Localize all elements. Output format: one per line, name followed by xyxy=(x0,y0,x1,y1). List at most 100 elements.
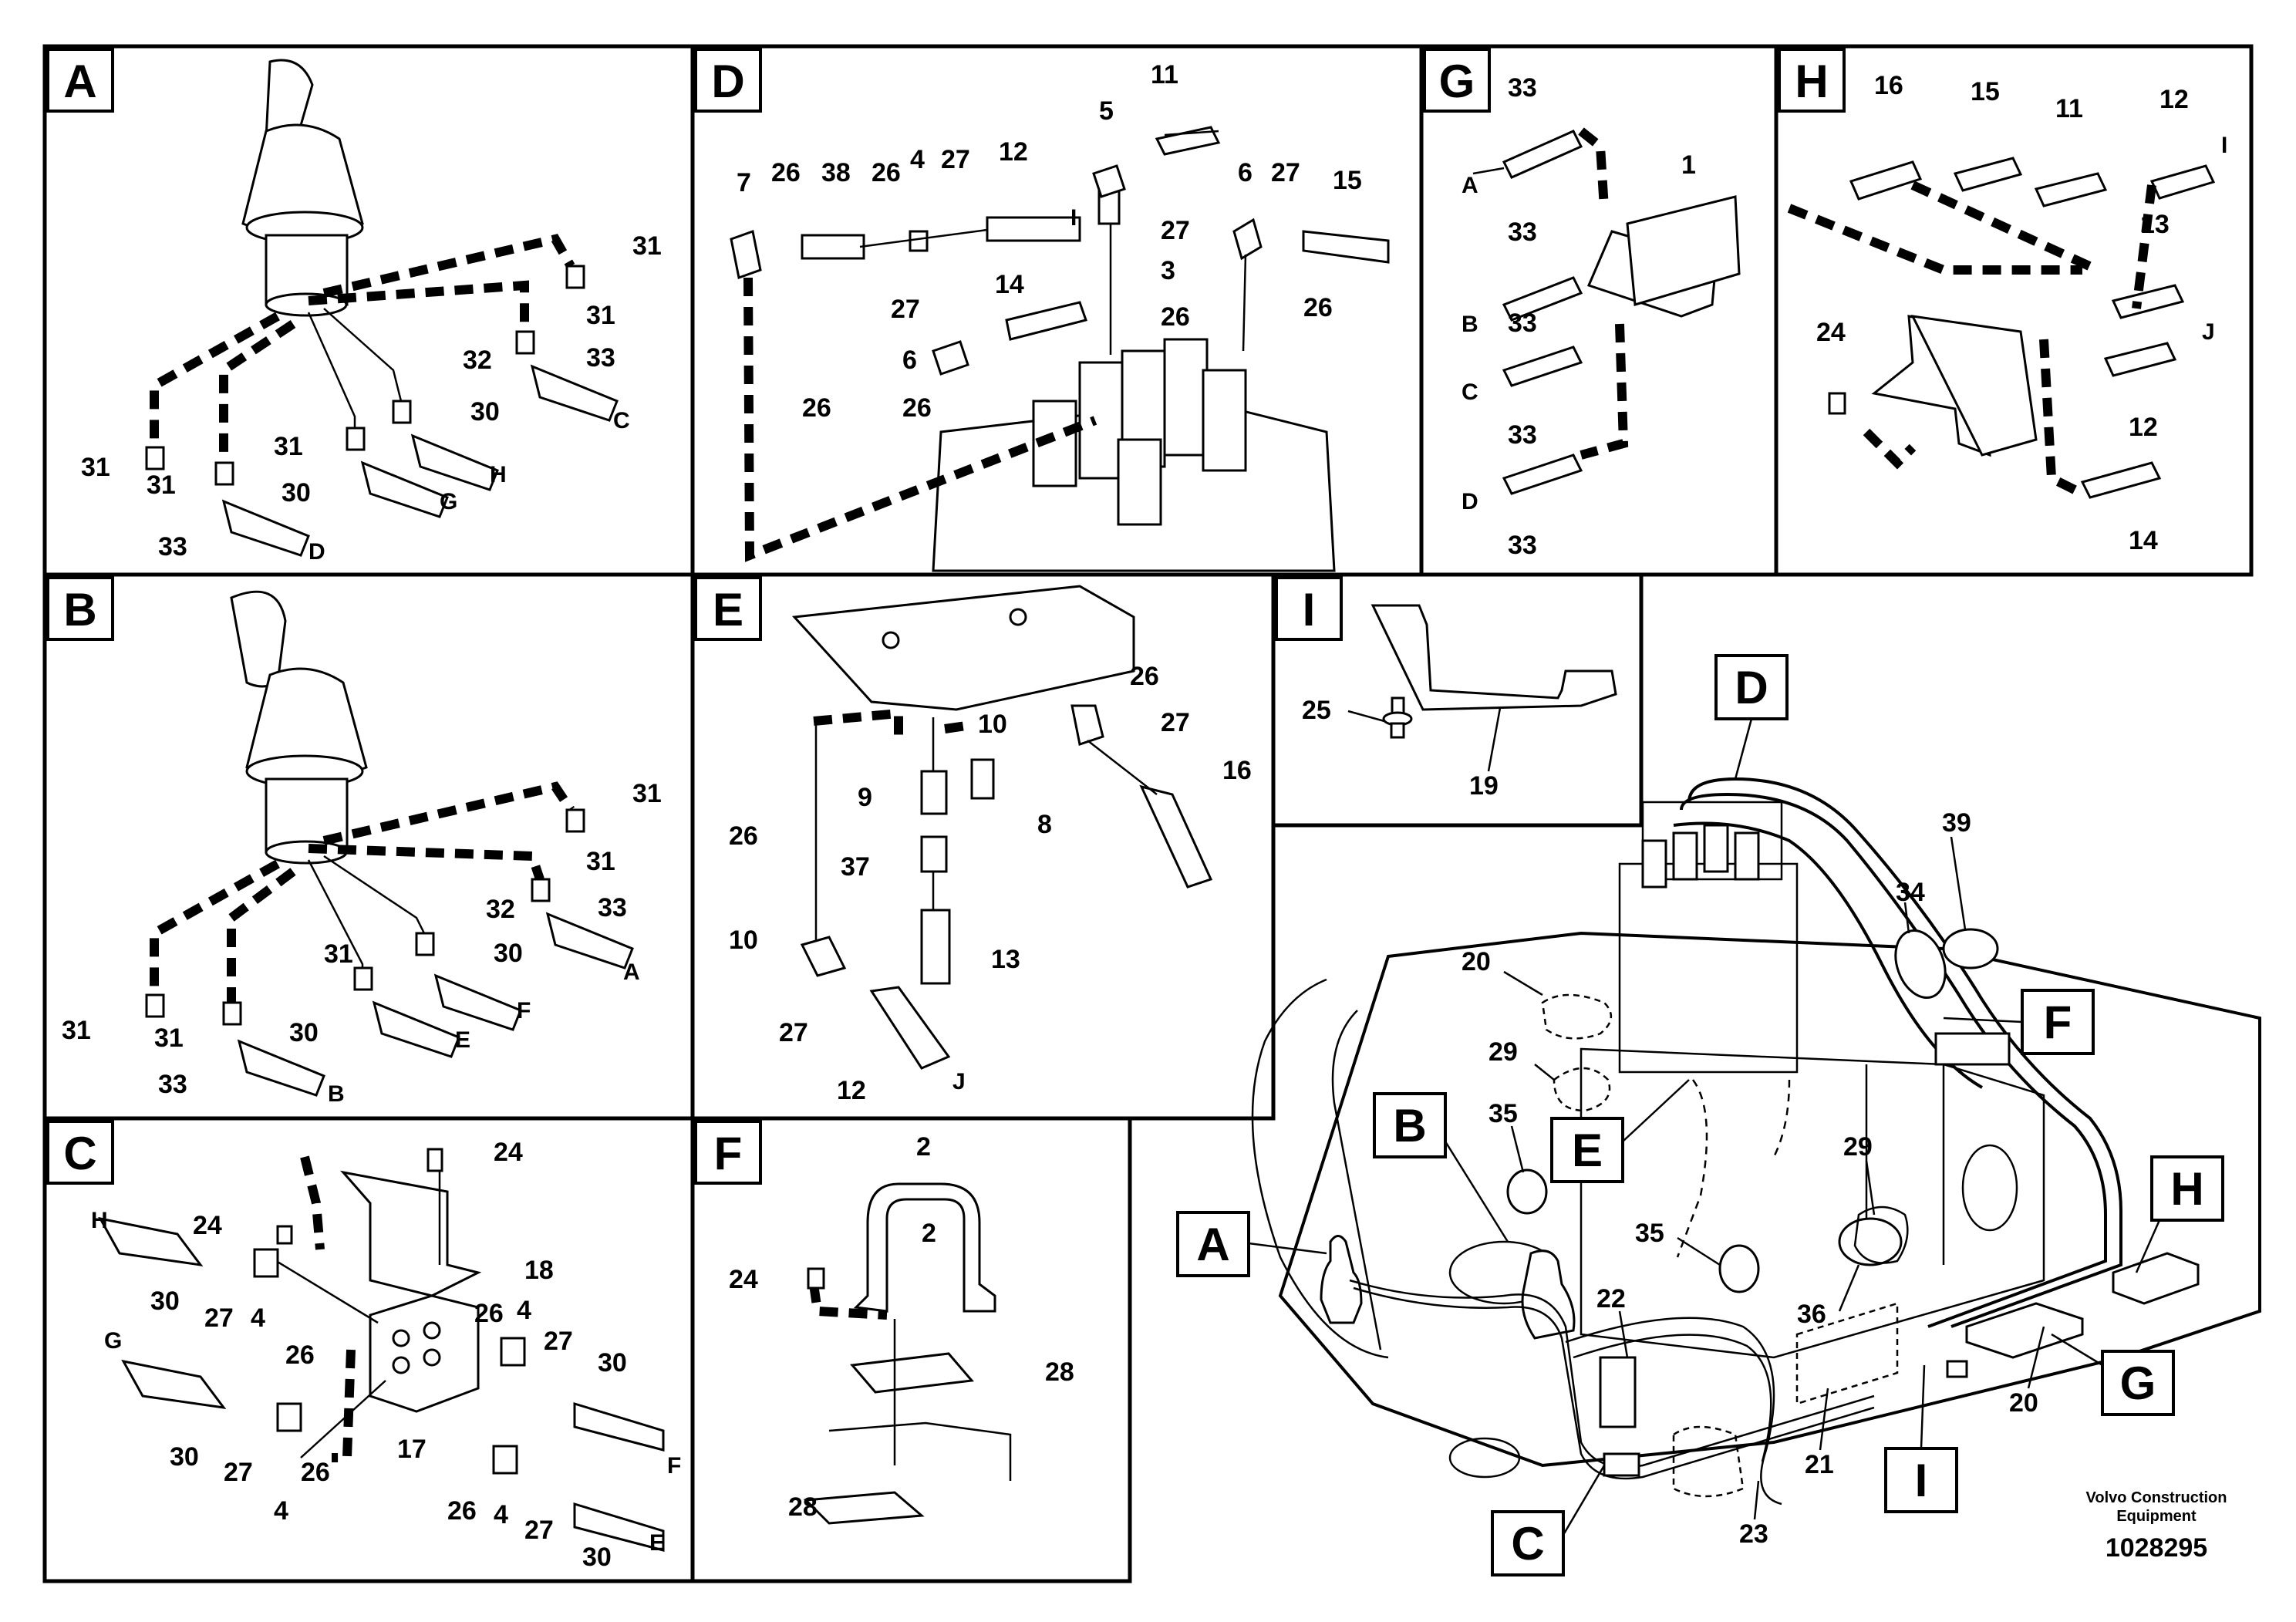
panel-a-labels: 31 31 33 32 30 31 31 31 30 33 C H G D xyxy=(81,231,662,565)
svg-text:27: 27 xyxy=(941,145,970,174)
svg-text:G: G xyxy=(440,489,457,514)
svg-text:23: 23 xyxy=(1739,1519,1768,1549)
svg-text:F: F xyxy=(667,1453,681,1479)
svg-text:4: 4 xyxy=(494,1500,508,1529)
svg-text:12: 12 xyxy=(2129,413,2158,442)
overview-callout-h: H xyxy=(2135,1155,2224,1273)
svg-text:A: A xyxy=(623,959,640,985)
svg-text:B: B xyxy=(1393,1100,1426,1152)
svg-text:16: 16 xyxy=(1874,71,1903,100)
svg-text:30: 30 xyxy=(598,1348,627,1378)
svg-text:28: 28 xyxy=(788,1492,818,1522)
svg-text:26: 26 xyxy=(802,393,831,423)
svg-text:C: C xyxy=(613,408,630,433)
svg-text:24: 24 xyxy=(729,1265,758,1294)
overview-callout-f: F xyxy=(1943,989,2095,1055)
svg-text:10: 10 xyxy=(729,926,758,955)
svg-text:6: 6 xyxy=(1238,158,1253,187)
svg-text:27: 27 xyxy=(544,1327,573,1356)
panel-tag-h: H xyxy=(1778,48,1846,113)
panel-d-labels: 7 26 38 26 4 27 12 5 11 27 3 6 27 15 26 … xyxy=(737,60,1362,423)
svg-text:26: 26 xyxy=(1303,293,1333,322)
overview-callout-i: I xyxy=(1884,1364,1958,1513)
svg-text:6: 6 xyxy=(902,346,917,375)
svg-text:F: F xyxy=(517,998,531,1023)
svg-text:27: 27 xyxy=(224,1458,253,1487)
panel-e-labels: 26 10 27 16 9 8 26 37 13 10 27 12 J xyxy=(729,662,1252,1105)
panel-tag-g: G xyxy=(1423,48,1491,113)
panel-tag-e: E xyxy=(694,576,762,641)
svg-text:Equipment: Equipment xyxy=(2116,1508,2197,1525)
svg-text:C: C xyxy=(63,1128,96,1179)
svg-text:13: 13 xyxy=(2140,210,2170,239)
svg-text:A: A xyxy=(1462,173,1478,198)
svg-text:4: 4 xyxy=(517,1296,531,1325)
svg-text:11: 11 xyxy=(1151,60,1178,89)
panel-d-drawing xyxy=(730,126,1390,572)
svg-text:31: 31 xyxy=(154,1023,184,1053)
svg-text:F: F xyxy=(2044,996,2072,1048)
svg-text:24: 24 xyxy=(1816,318,1846,347)
svg-text:39: 39 xyxy=(1942,808,1971,838)
svg-text:J: J xyxy=(952,1069,966,1094)
svg-text:34: 34 xyxy=(1896,878,1925,907)
svg-text:33: 33 xyxy=(158,532,187,561)
svg-text:G: G xyxy=(1439,56,1475,107)
svg-text:13: 13 xyxy=(991,945,1020,974)
svg-text:38: 38 xyxy=(821,158,851,187)
svg-text:33: 33 xyxy=(1508,73,1537,103)
panel-tag-d: D xyxy=(694,48,762,113)
svg-text:4: 4 xyxy=(251,1303,265,1333)
svg-text:B: B xyxy=(1462,312,1478,337)
svg-text:26: 26 xyxy=(729,821,758,851)
svg-text:A: A xyxy=(1196,1219,1229,1270)
svg-text:30: 30 xyxy=(582,1543,612,1572)
svg-text:31: 31 xyxy=(274,432,303,461)
svg-text:33: 33 xyxy=(1508,218,1537,247)
panel-f-labels: 2 24 28 28 2 xyxy=(729,1132,1074,1522)
svg-text:26: 26 xyxy=(285,1340,315,1370)
svg-text:4: 4 xyxy=(910,145,925,174)
svg-text:27: 27 xyxy=(779,1018,808,1047)
svg-text:15: 15 xyxy=(1971,77,2000,106)
svg-text:31: 31 xyxy=(81,453,110,482)
svg-text:30: 30 xyxy=(282,478,311,508)
svg-text:27: 27 xyxy=(891,295,920,324)
svg-text:Volvo Construction: Volvo Construction xyxy=(2086,1489,2227,1506)
overview-callout-d: D xyxy=(1714,654,1789,780)
svg-text:26: 26 xyxy=(1130,662,1159,691)
svg-text:20: 20 xyxy=(1462,947,1491,976)
panel-b-drawing xyxy=(145,590,634,1097)
svg-text:10: 10 xyxy=(978,710,1007,739)
svg-text:31: 31 xyxy=(586,847,615,876)
svg-text:29: 29 xyxy=(1489,1037,1518,1067)
panel-i-drawing xyxy=(1371,604,1617,739)
svg-text:32: 32 xyxy=(463,346,492,375)
panel-c-drawing xyxy=(98,1148,665,1552)
svg-text:26: 26 xyxy=(771,158,801,187)
svg-text:E: E xyxy=(649,1530,665,1556)
panel-a-drawing xyxy=(145,59,619,557)
svg-text:30: 30 xyxy=(470,397,500,427)
svg-text:H: H xyxy=(91,1208,108,1233)
svg-text:24: 24 xyxy=(193,1211,222,1240)
drawing-number: 1028295 xyxy=(2106,1533,2207,1563)
panel-h-labels: 16 15 11 12 13 24 12 14 I J xyxy=(1816,71,2227,555)
svg-text:12: 12 xyxy=(999,137,1028,167)
svg-text:G: G xyxy=(104,1328,122,1354)
svg-text:I: I xyxy=(1915,1455,1928,1506)
svg-text:26: 26 xyxy=(447,1496,477,1526)
svg-text:E: E xyxy=(713,584,743,636)
svg-text:25: 25 xyxy=(1302,696,1331,725)
svg-text:5: 5 xyxy=(1099,96,1114,126)
svg-text:32: 32 xyxy=(486,895,515,924)
svg-text:11: 11 xyxy=(2055,94,2083,123)
svg-text:31: 31 xyxy=(62,1016,91,1045)
svg-text:D: D xyxy=(1735,662,1768,713)
svg-text:33: 33 xyxy=(1508,531,1537,560)
svg-text:26: 26 xyxy=(474,1299,504,1328)
svg-text:20: 20 xyxy=(2009,1388,2038,1418)
svg-text:1: 1 xyxy=(1681,150,1696,180)
svg-text:24: 24 xyxy=(494,1138,523,1167)
